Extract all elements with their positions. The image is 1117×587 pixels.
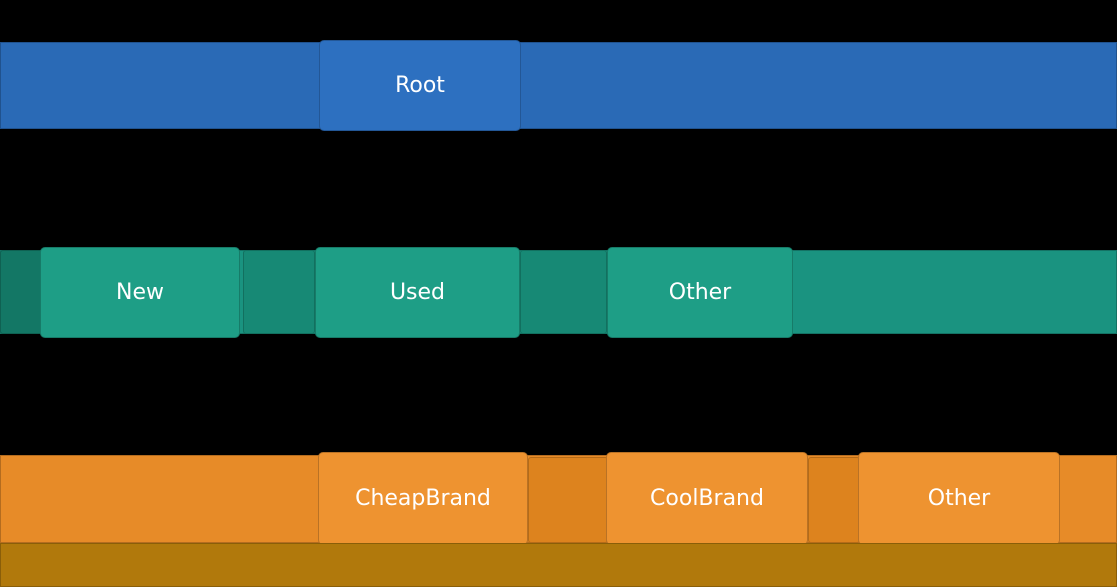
root-level-bar	[0, 42, 1117, 129]
tree-node-other[interactable]: Other	[607, 247, 793, 338]
tree-node-label: New	[116, 279, 164, 305]
tree-node-other[interactable]: Other	[858, 452, 1060, 545]
tree-node-root[interactable]: Root	[319, 40, 521, 131]
tree-node-label: Other	[668, 279, 732, 305]
condition-level-segment	[243, 250, 315, 334]
brand-level-segment	[528, 457, 608, 543]
tree-node-new[interactable]: New	[40, 247, 240, 338]
tree-node-coolbrand[interactable]: CoolBrand	[606, 452, 808, 545]
tree-node-label: Root	[395, 72, 445, 98]
brand-level-segment	[808, 457, 860, 543]
condition-level-segment	[0, 250, 43, 334]
tree-node-label: CoolBrand	[650, 485, 764, 511]
tree-node-cheapbrand[interactable]: CheapBrand	[318, 452, 528, 545]
tree-node-label: Other	[927, 485, 991, 511]
truncated-next-level-bar	[0, 543, 1117, 587]
tree-node-label: Used	[389, 279, 446, 305]
tree-node-used[interactable]: Used	[315, 247, 520, 338]
tree-node-label: CheapBrand	[355, 485, 491, 511]
condition-level-segment	[520, 250, 607, 334]
